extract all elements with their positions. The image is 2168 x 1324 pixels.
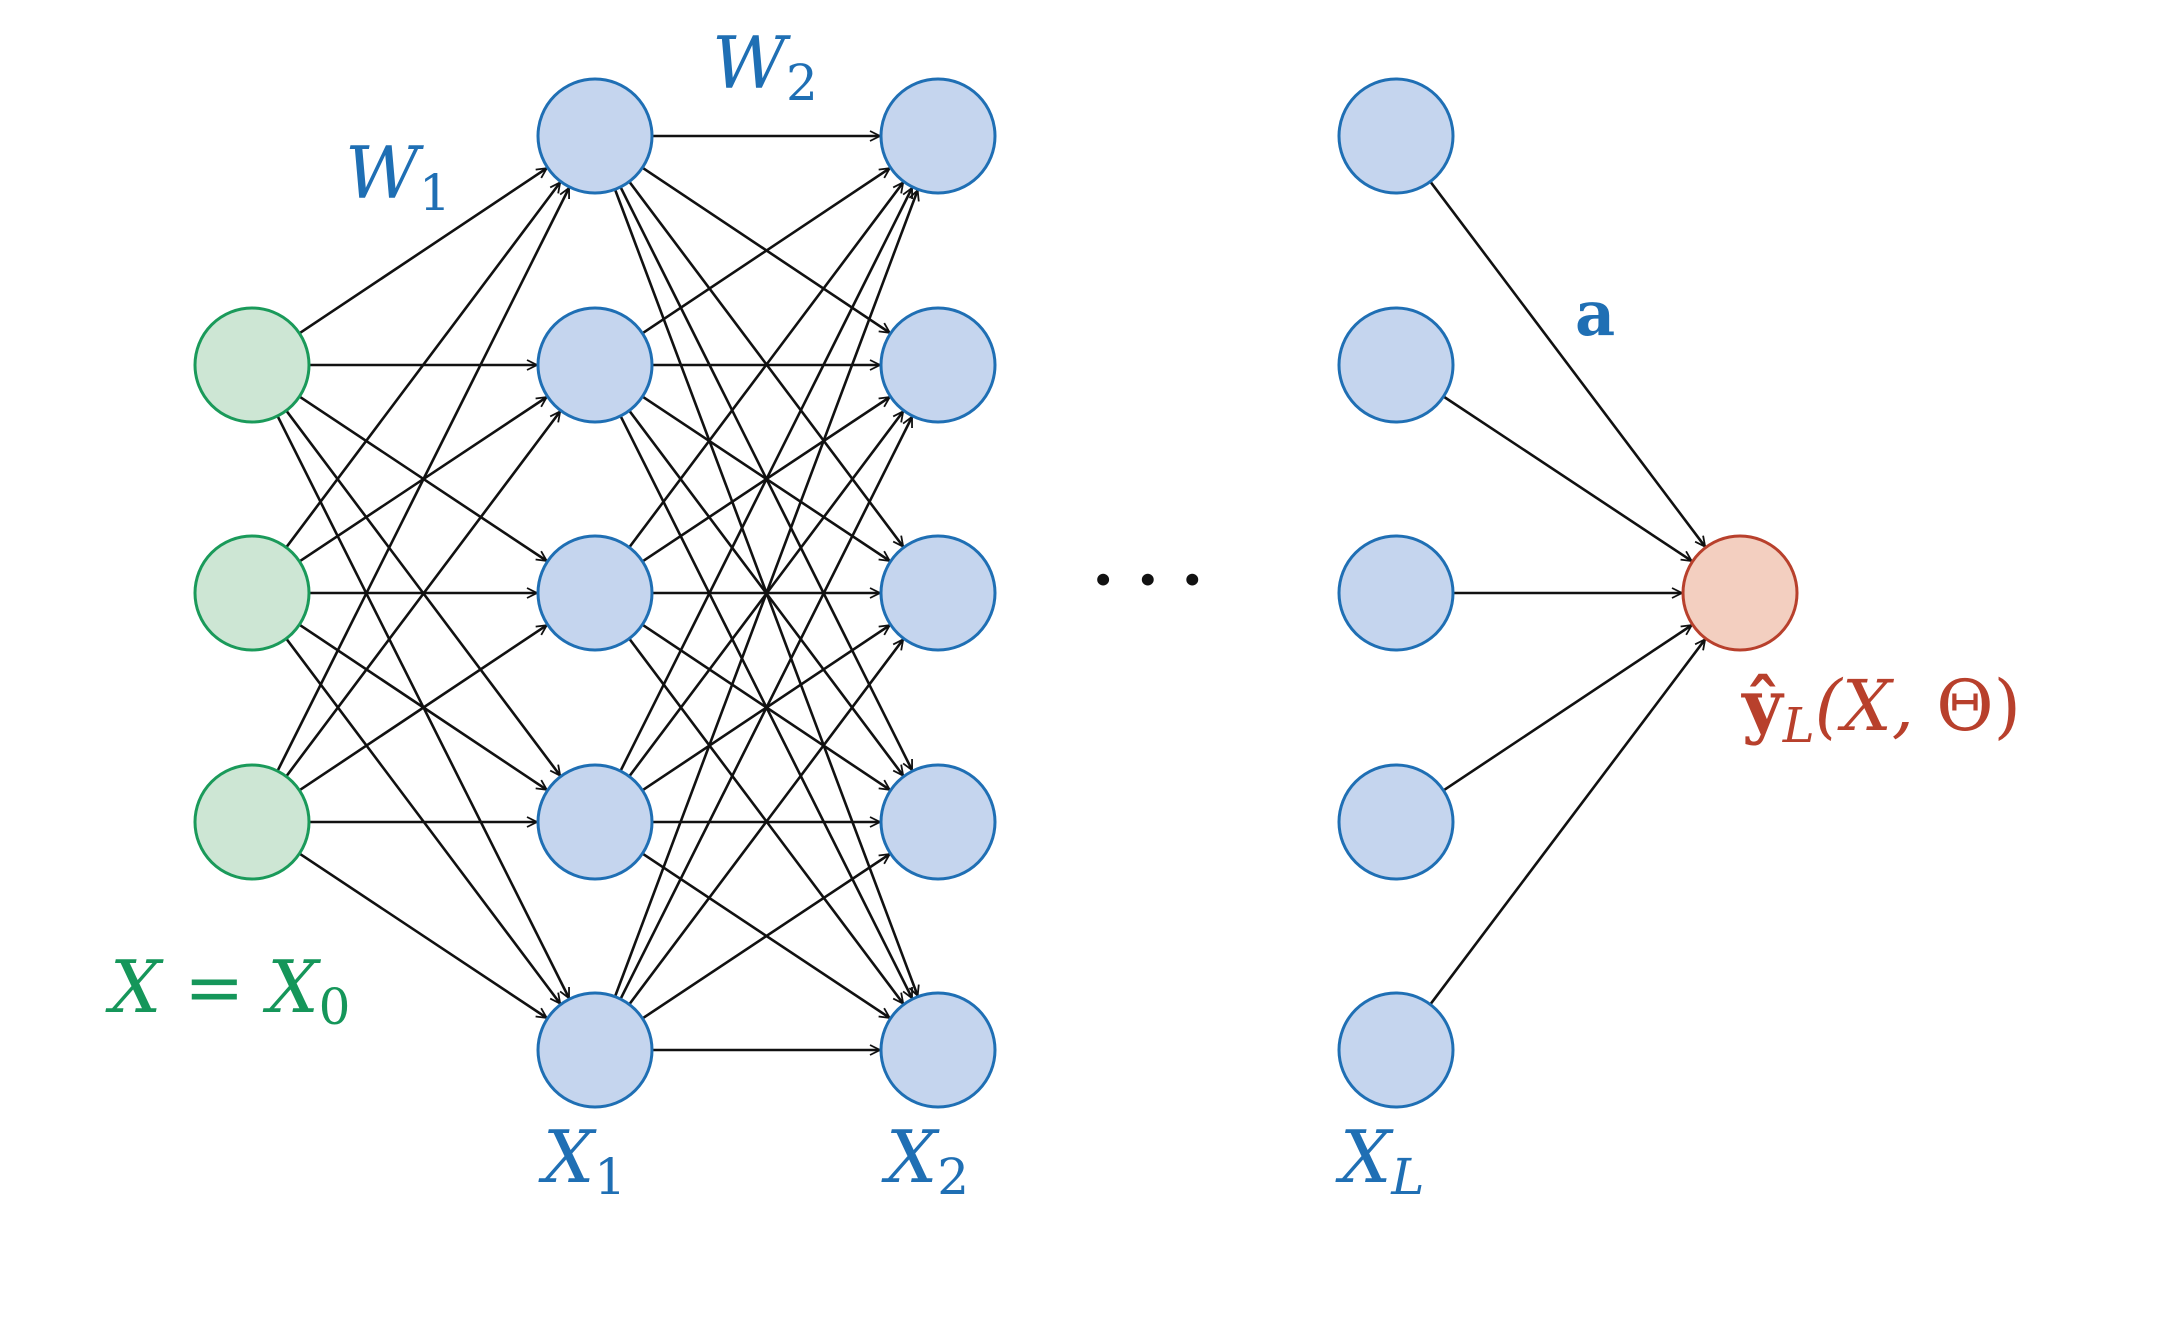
edge-last-output-1-0	[1442, 395, 1692, 560]
edge-last-output-0-0	[1429, 180, 1705, 547]
node-input-0	[193, 306, 311, 424]
node-hidden1-2	[536, 534, 654, 652]
edge-hidden1-hidden2-4-3	[641, 854, 889, 1020]
nodes-group	[193, 77, 1799, 1109]
edge-input-hidden1-2-0	[276, 188, 571, 772]
edge-last-output-4-0	[1429, 639, 1705, 1006]
edge-input-hidden1-0-0	[298, 168, 546, 335]
node-hidden1-3	[536, 763, 654, 881]
node-hidden2-4	[879, 991, 997, 1109]
edges-group	[276, 136, 1705, 1050]
node-hidden1-1	[536, 306, 654, 424]
node-last-0	[1337, 77, 1455, 195]
label-x0: X = X0	[105, 945, 350, 1036]
node-hidden2-3	[879, 763, 997, 881]
label-xl: XL	[1335, 1115, 1424, 1206]
node-output-0	[1681, 534, 1799, 652]
node-input-1	[193, 534, 311, 652]
edge-last-output-3-0	[1442, 625, 1691, 792]
edge-hidden1-hidden2-4-1	[619, 417, 914, 1000]
label-x1: X1	[538, 1115, 626, 1206]
node-last-3	[1337, 763, 1455, 881]
edge-input-hidden1-1-0	[285, 182, 560, 549]
ellipsis: · · ·	[1092, 543, 1203, 618]
label-x2: X2	[881, 1115, 969, 1206]
label-output: ŷL(X, Θ)	[1741, 664, 2021, 754]
edge-hidden1-hidden2-4-2	[628, 639, 903, 1006]
edge-input-hidden1-2-2	[298, 625, 546, 792]
edge-hidden1-hidden2-1-0	[641, 168, 889, 335]
node-last-4	[1337, 991, 1455, 1109]
label-a: a	[1575, 277, 1615, 350]
node-hidden2-2	[879, 534, 997, 652]
label-w1: W1	[345, 131, 451, 222]
node-last-1	[1337, 306, 1455, 424]
edge-hidden1-hidden2-4-0	[613, 190, 918, 998]
edge-hidden1-hidden2-2-0	[628, 182, 903, 549]
label-w2: W2	[712, 21, 818, 112]
node-hidden2-0	[879, 77, 997, 195]
node-hidden1-0	[536, 77, 654, 195]
node-hidden1-4	[536, 991, 654, 1109]
edge-input-hidden1-2-4	[298, 852, 546, 1018]
node-hidden2-1	[879, 306, 997, 424]
node-input-2	[193, 763, 311, 881]
edge-input-hidden1-2-1	[285, 411, 560, 778]
node-last-2	[1337, 534, 1455, 652]
edge-hidden1-hidden2-3-0	[619, 188, 914, 772]
